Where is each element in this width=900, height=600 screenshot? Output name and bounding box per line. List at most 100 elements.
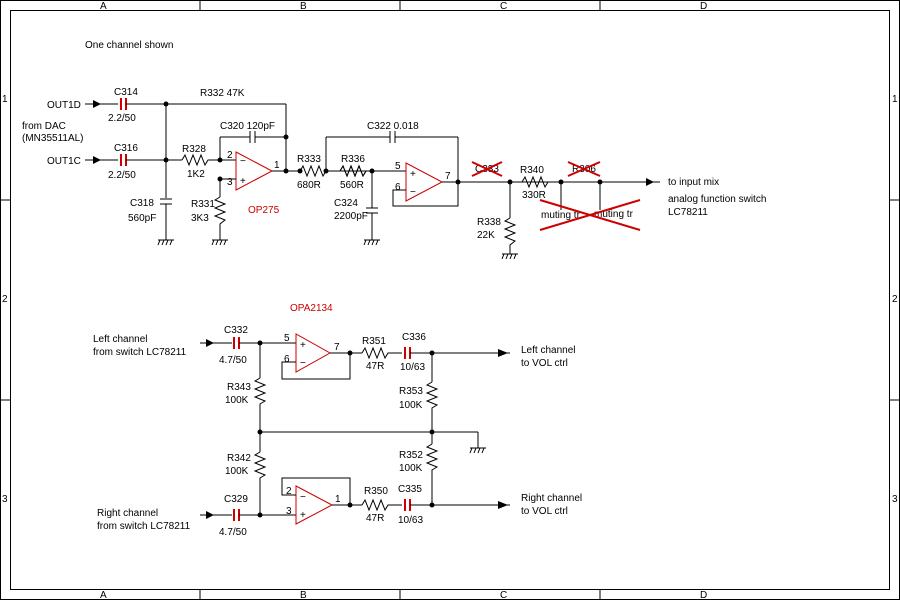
val-c324: 2200pF bbox=[334, 211, 368, 222]
val-r331: 3K3 bbox=[191, 213, 209, 224]
ref-r340: R340 bbox=[520, 165, 544, 176]
label-left-in-2: from switch LC78211 bbox=[93, 347, 187, 358]
val-r342: 100K bbox=[225, 466, 249, 477]
arrow-icon bbox=[498, 349, 508, 357]
capacitor-c324: C324 2200pF bbox=[334, 171, 378, 240]
col-label-d-top: D bbox=[700, 1, 707, 12]
val-r353: 100K bbox=[399, 400, 423, 411]
resistor-r328: R328 1K2 bbox=[181, 144, 236, 180]
note-one-channel: One channel shown bbox=[85, 40, 173, 51]
ref-r350: R350 bbox=[364, 486, 388, 497]
pin-7: 7 bbox=[334, 342, 340, 353]
resistor-r338: R338 22K bbox=[477, 182, 517, 254]
plus-sign: + bbox=[240, 176, 246, 187]
minus-sign: − bbox=[300, 358, 306, 369]
ref-r353: R353 bbox=[399, 386, 423, 397]
label-to-input-mix: to input mix bbox=[668, 177, 719, 188]
ref-r333: R333 bbox=[297, 154, 321, 165]
val-c329: 4.7/50 bbox=[219, 527, 247, 538]
val-c336: 10/63 bbox=[400, 362, 425, 373]
label-out1c: OUT1C bbox=[47, 156, 81, 167]
arrow-icon bbox=[206, 339, 214, 347]
capacitor-c316: C316 2.2/50 bbox=[108, 143, 182, 181]
pin-2: 2 bbox=[227, 150, 233, 161]
val-c316: 2.2/50 bbox=[108, 170, 136, 181]
val-r352: 100K bbox=[399, 463, 423, 474]
removed-c333: C333 bbox=[471, 161, 503, 177]
capacitor-c332: C332 4.7/50 bbox=[219, 325, 296, 366]
ref-c314: C314 bbox=[114, 87, 138, 98]
output-to-input-mix: to input mix bbox=[600, 177, 719, 188]
col-label-b-top: B bbox=[300, 1, 307, 12]
ref-r338: R338 bbox=[477, 217, 501, 228]
label-opa2134: OPA2134 bbox=[290, 303, 333, 314]
label-c320: C320 120pF bbox=[220, 121, 275, 132]
pin-5: 5 bbox=[284, 333, 290, 344]
val-r336: 560R bbox=[340, 180, 364, 191]
col-label-d-bottom: D bbox=[700, 590, 707, 600]
val-c332: 4.7/50 bbox=[219, 355, 247, 366]
label-right-in-2: from switch LC78211 bbox=[97, 521, 191, 532]
arrow-icon bbox=[498, 501, 508, 509]
val-r340: 330R bbox=[522, 190, 546, 201]
label-left-out-2: to VOL ctrl bbox=[521, 358, 568, 369]
opamp-left: + − 5 6 7 bbox=[281, 333, 362, 380]
label-right-out-1: Right channel bbox=[521, 493, 582, 504]
label-muting-1: muting tr bbox=[541, 210, 581, 221]
val-r350: 47R bbox=[366, 513, 384, 524]
opamp-op275: − + 2 3 1 OP275 bbox=[217, 150, 300, 216]
pin-3: 3 bbox=[227, 177, 233, 188]
ref-r351: R351 bbox=[362, 336, 386, 347]
capacitor-c336: C336 10/63 bbox=[400, 332, 510, 373]
ground-icon bbox=[501, 253, 518, 260]
ground-icon bbox=[469, 447, 486, 454]
plus-sign: + bbox=[300, 510, 306, 521]
capacitor-c320: C320 120pF bbox=[219, 121, 289, 160]
resistor-r343: R343 100K bbox=[225, 343, 267, 432]
label-left-out-1: Left channel bbox=[521, 345, 576, 356]
val-c318: 560pF bbox=[128, 213, 156, 224]
note-from-dac: from DAC bbox=[22, 121, 66, 132]
label-muting-2: muting tr bbox=[594, 209, 634, 220]
capacitor-c314: C314 2.2/50 bbox=[108, 87, 166, 124]
minus-sign: − bbox=[410, 187, 416, 198]
pin-6: 6 bbox=[395, 182, 401, 193]
ref-c318: C318 bbox=[130, 198, 154, 209]
val-r328: 1K2 bbox=[187, 169, 205, 180]
opamp-buffer-top: + − 5 6 7 bbox=[372, 161, 600, 207]
arrow-icon bbox=[646, 178, 654, 186]
ref-c336: C336 bbox=[402, 332, 426, 343]
pin-3: 3 bbox=[286, 506, 292, 517]
ref-r343: R343 bbox=[227, 382, 251, 393]
label-r332: R332 47K bbox=[200, 88, 245, 99]
minus-sign: − bbox=[300, 492, 306, 503]
ref-r336: R336 bbox=[341, 154, 365, 165]
capacitor-c318: C318 560pF bbox=[128, 198, 172, 240]
ground-icon bbox=[157, 239, 174, 246]
plus-sign: + bbox=[300, 340, 306, 351]
row-label-2-left: 2 bbox=[2, 294, 8, 305]
plus-sign: + bbox=[410, 169, 416, 180]
label-op275: OP275 bbox=[248, 205, 280, 216]
pin-2: 2 bbox=[286, 486, 292, 497]
resistor-r351: R351 47R bbox=[361, 336, 402, 372]
capacitor-c322: C322 0.018 bbox=[323, 121, 459, 182]
pin-6: 6 bbox=[284, 354, 290, 365]
pin-1: 1 bbox=[335, 494, 341, 505]
col-label-c-bottom: C bbox=[500, 590, 507, 600]
val-c335: 10/63 bbox=[398, 515, 423, 526]
row-label-1-left: 1 bbox=[2, 94, 8, 105]
opamp-right: − + 2 3 1 bbox=[281, 477, 362, 525]
col-label-b-bottom: B bbox=[300, 590, 307, 600]
resistor-r352: R352 100K bbox=[399, 432, 439, 505]
arrow-icon bbox=[93, 100, 101, 108]
ref-c316: C316 bbox=[114, 143, 138, 154]
col-label-c-top: C bbox=[500, 1, 507, 12]
ref-c329: C329 bbox=[224, 494, 248, 505]
label-out1d: OUT1D bbox=[47, 100, 81, 111]
val-r333: 680R bbox=[297, 180, 321, 191]
pin-7: 7 bbox=[445, 171, 451, 182]
note-switch-2: LC78211 bbox=[668, 207, 708, 218]
ref-r352: R352 bbox=[399, 450, 423, 461]
